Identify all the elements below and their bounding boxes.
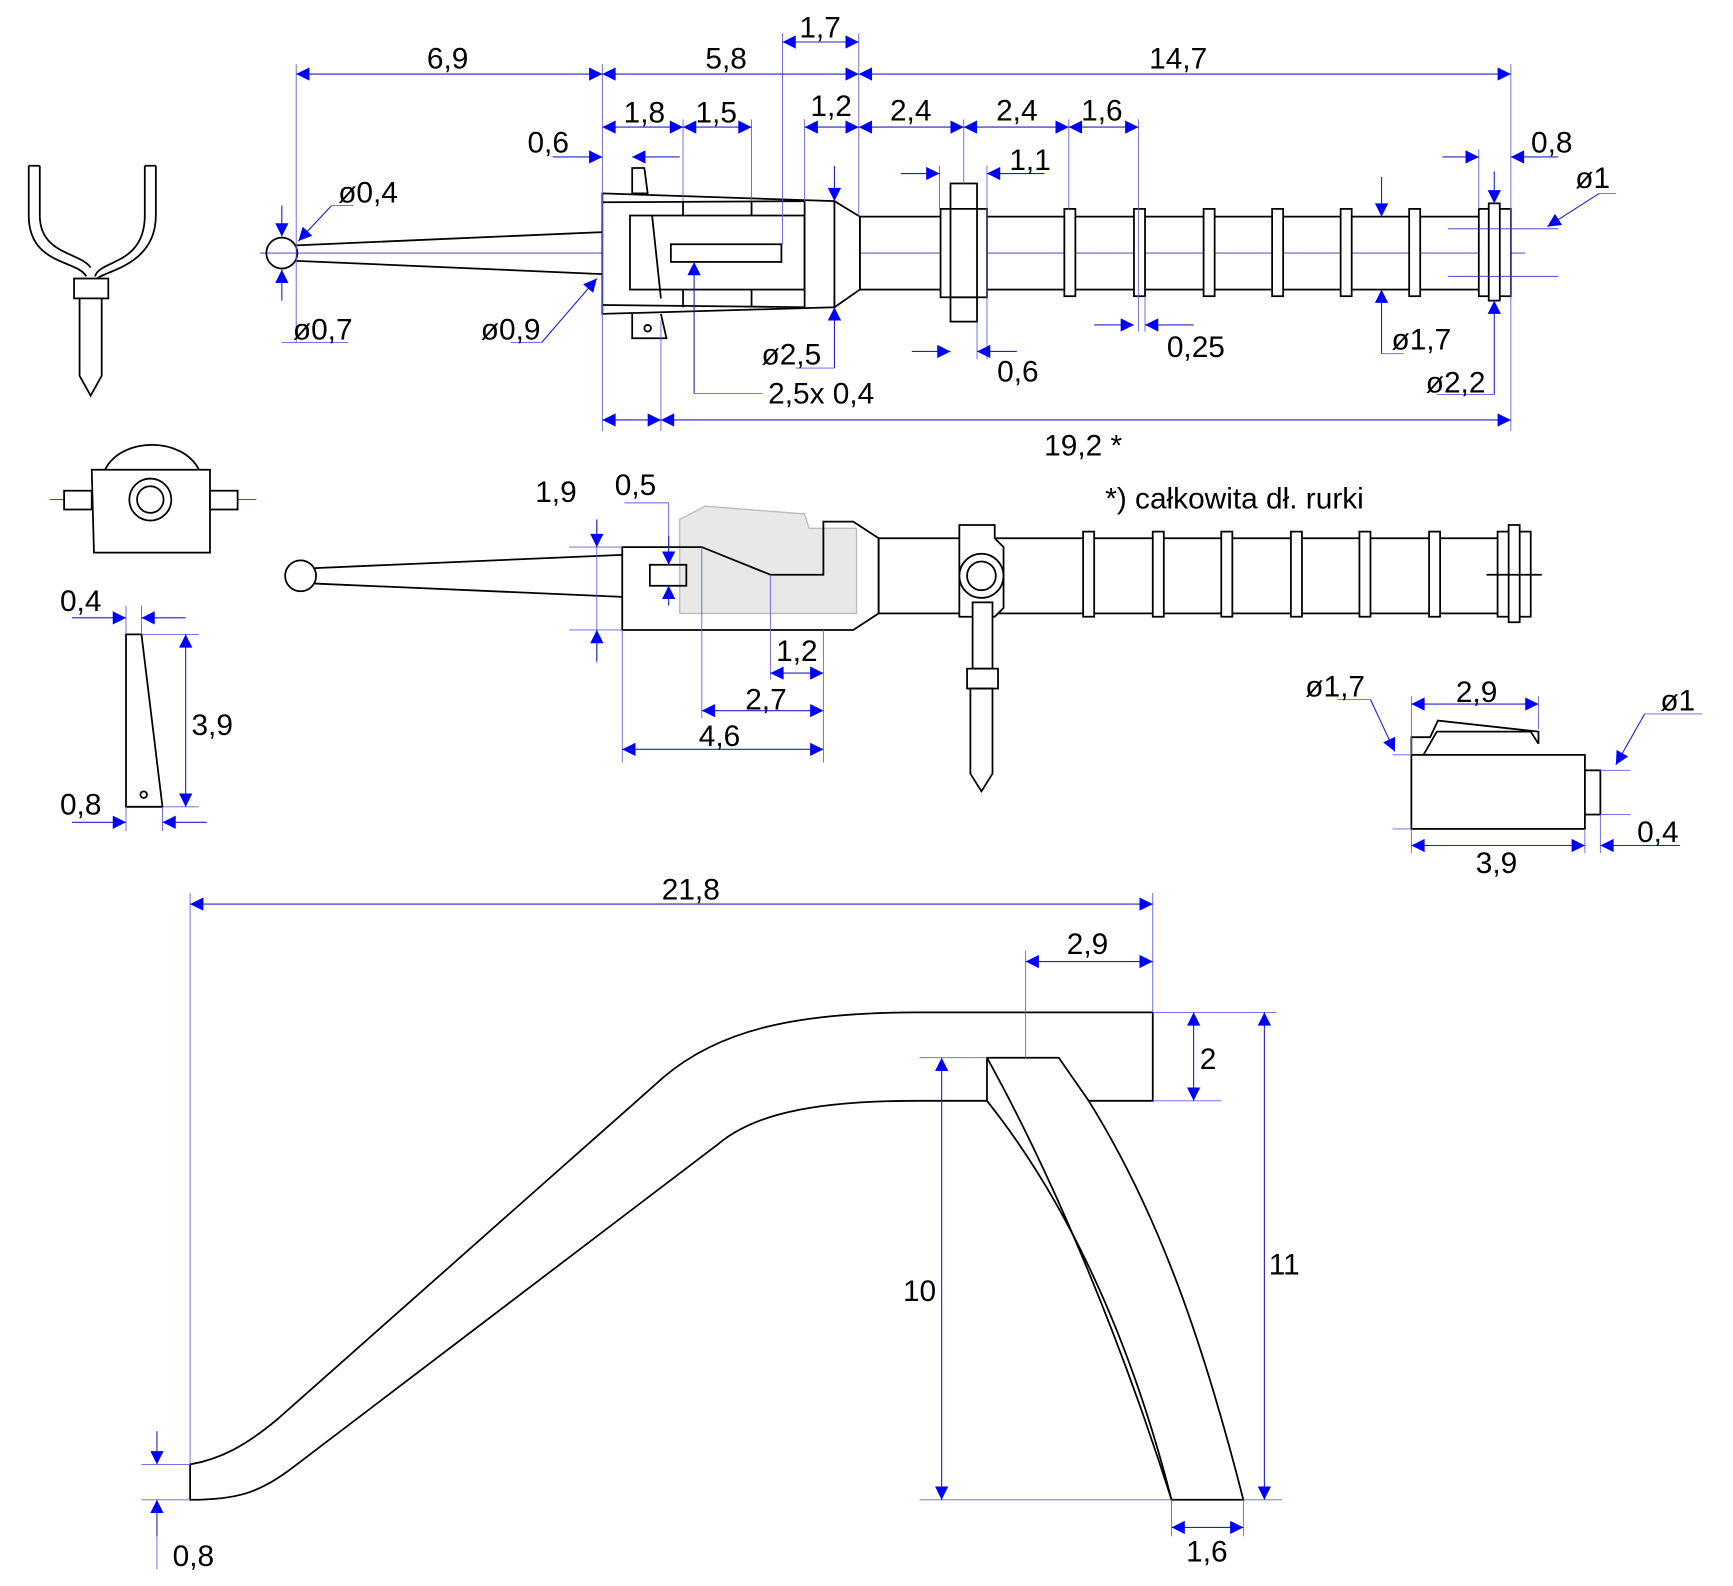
dim-label: 2,4 xyxy=(996,94,1037,127)
dim-label: 11 xyxy=(1269,1248,1300,1281)
footnote: *) całkowita dł. rurki xyxy=(1105,482,1364,515)
end-view xyxy=(49,443,257,554)
dim-label: 3,9 xyxy=(191,709,232,742)
dim-label: 2 xyxy=(1200,1043,1217,1076)
tube-rings xyxy=(1063,202,1512,302)
dim-label: 1,8 xyxy=(624,97,665,130)
dim-label: 0,4 xyxy=(60,585,101,618)
dim-label: 14,7 xyxy=(1149,43,1207,76)
lug-top xyxy=(631,167,649,195)
dim-label: 1,9 xyxy=(535,476,576,509)
dim-label: ø2,5 xyxy=(762,339,822,372)
dim-label: ø1 xyxy=(1575,162,1610,195)
dim-label: ø2,2 xyxy=(1426,366,1486,399)
side-body xyxy=(621,520,880,631)
dim-label: 0,6 xyxy=(527,127,568,160)
ball-tip xyxy=(284,559,317,593)
lug-bottom xyxy=(631,313,668,340)
dim-label: 1,5 xyxy=(695,97,736,130)
dim-label: 3,9 xyxy=(1476,847,1517,880)
dim-label: 1,6 xyxy=(1081,94,1122,127)
dim-label: 0,5 xyxy=(615,469,656,502)
dim-label: 21,8 xyxy=(662,874,720,907)
dim-label: 2,7 xyxy=(745,684,786,717)
dim-label: 1,1 xyxy=(1009,144,1050,177)
dim-label: 5,8 xyxy=(705,43,746,76)
bent-arm-view: 21,8 2,9 2 10 11 0,8 1,6 xyxy=(141,874,1300,1573)
dim-label: ø1,7 xyxy=(1305,670,1365,703)
dim-label: 6,9 xyxy=(427,43,468,76)
dim-label: 0,8 xyxy=(173,1540,214,1573)
dim-label: 0,8 xyxy=(60,789,101,822)
dim-label: ø0,7 xyxy=(293,313,353,346)
dim-label: 2,5x 0,4 xyxy=(768,377,874,410)
needle xyxy=(296,231,603,275)
dim-label: ø1,7 xyxy=(1391,323,1451,356)
hidden-latch xyxy=(679,505,858,615)
dim-label: 0,25 xyxy=(1167,331,1225,364)
cone xyxy=(833,199,861,309)
dim-label: 0,6 xyxy=(997,355,1038,388)
dim-label: 0,8 xyxy=(1531,127,1572,160)
dim-label: 10 xyxy=(903,1275,936,1308)
dim-label: 2,9 xyxy=(1067,928,1108,961)
dim-label: 1,7 xyxy=(799,12,840,45)
small-part: 0,4 3,9 0,8 xyxy=(60,585,233,832)
dim-label: 4,6 xyxy=(699,720,740,753)
dim-label: ø0,9 xyxy=(481,313,541,346)
ball-tip xyxy=(265,236,299,270)
dim-label: ø1 xyxy=(1660,685,1695,718)
slot xyxy=(669,243,783,263)
fork-view xyxy=(27,164,157,398)
collar xyxy=(949,182,978,323)
dim-label: 1,6 xyxy=(1186,1536,1227,1569)
dim-label: ø0,4 xyxy=(338,176,398,209)
dim-label: 2,9 xyxy=(1456,676,1497,709)
dim-label: 1,2 xyxy=(810,90,851,123)
body xyxy=(601,192,836,315)
dim-label: 19,2 * xyxy=(1044,429,1122,462)
dim-label: 2,4 xyxy=(890,94,931,127)
end-detail: ø1,7 2,9 ø1 0,4 3,9 xyxy=(1305,670,1703,880)
side-view: 1,9 0,5 1,2 2,7 4,6 xyxy=(284,469,1542,794)
dim-label: 1,2 xyxy=(776,635,817,668)
side-rings xyxy=(1082,524,1532,624)
top-view: 6,9 5,8 14,7 1,7 1,8 1,5 1,2 2,4 2,4 1,6… xyxy=(259,12,1616,462)
dim-label: 0,4 xyxy=(1637,816,1678,849)
body-window xyxy=(629,214,806,291)
